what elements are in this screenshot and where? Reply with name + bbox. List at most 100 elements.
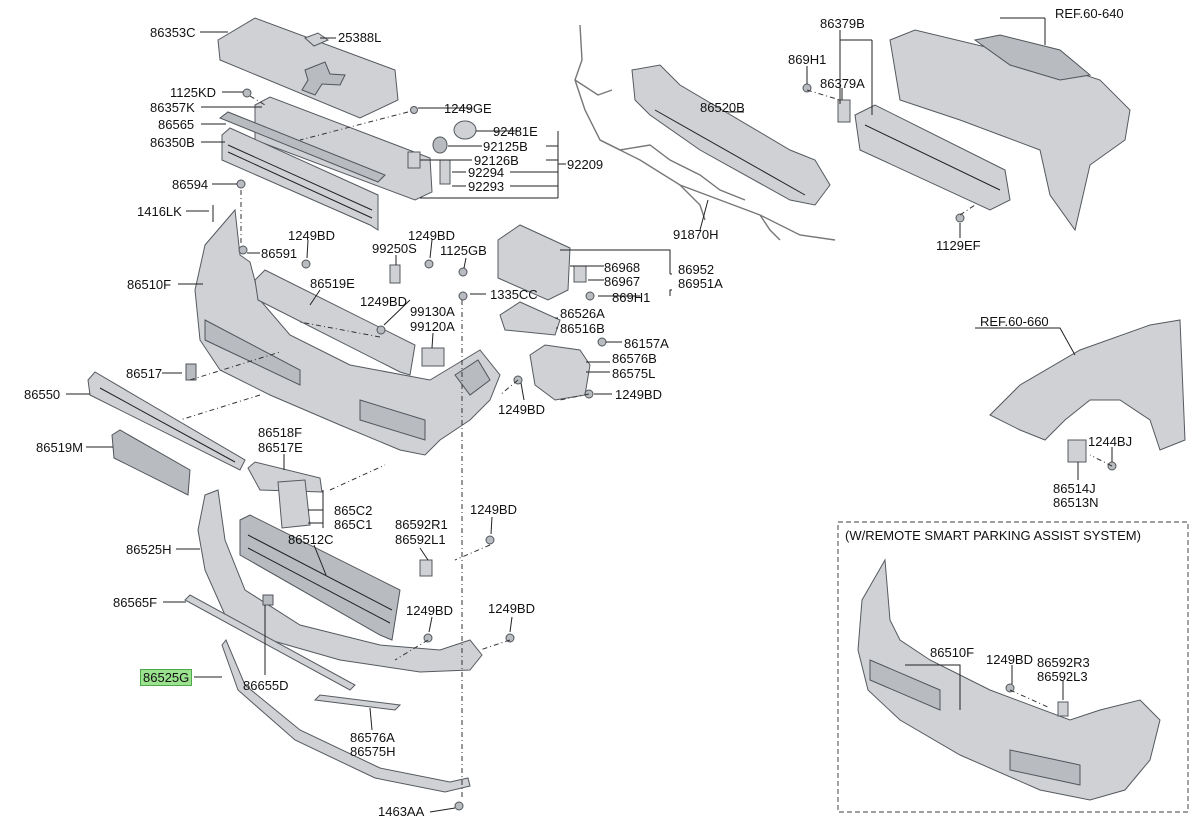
part-label-99250S[interactable]: 99250S <box>372 241 417 256</box>
part-label-86952[interactable]: 86952 <box>678 262 715 277</box>
part-screw-1125KD[interactable] <box>242 88 252 98</box>
part-label-86575L[interactable]: 86575L <box>612 366 656 381</box>
part-sensor-92481E[interactable] <box>453 120 477 140</box>
part-label-86519E[interactable]: 86519E <box>310 276 355 291</box>
part-label-86516B[interactable]: 86516B <box>560 321 605 336</box>
part-label-92481E[interactable]: 92481E <box>493 124 538 139</box>
part-camera-92125B[interactable] <box>432 136 448 154</box>
part-label-865C2[interactable]: 865C2 <box>334 503 373 518</box>
part-fender[interactable] <box>989 319 1186 451</box>
part-sensor-99130A[interactable] <box>421 347 445 367</box>
part-label-869H1-a[interactable]: 869H1 <box>788 52 827 67</box>
part-bracket-86592R1[interactable] <box>419 559 433 577</box>
part-lip-86525G[interactable] <box>221 639 471 793</box>
part-label-92125B[interactable]: 92125B <box>483 139 528 154</box>
part-label-86379B[interactable]: 86379B <box>820 16 865 31</box>
inset-label-1249BD[interactable]: 1249BD <box>986 652 1033 667</box>
inset-label-86592R3[interactable]: 86592R3 <box>1037 655 1090 670</box>
part-grille-shield[interactable] <box>217 17 399 119</box>
part-bracket-86526A[interactable] <box>499 301 561 336</box>
part-label-86575H[interactable]: 86575H <box>350 744 396 759</box>
part-label-86592L1[interactable]: 86592L1 <box>395 532 446 547</box>
inset-bumper-cover[interactable] <box>857 558 1161 801</box>
part-label-1249BD-f[interactable]: 1249BD <box>470 502 517 517</box>
part-label-92294[interactable]: 92294 <box>468 165 505 180</box>
part-label-92126B[interactable]: 92126B <box>474 153 519 168</box>
part-label-86594[interactable]: 86594 <box>172 177 209 192</box>
part-label-86968[interactable]: 86968 <box>604 260 641 275</box>
part-label-86526A[interactable]: 86526A <box>560 306 605 321</box>
part-label-86357K[interactable]: 86357K <box>150 100 195 115</box>
part-label-86967[interactable]: 86967 <box>604 274 641 289</box>
part-label-86379A[interactable]: 86379A <box>820 76 865 91</box>
part-clip-86517[interactable] <box>185 363 197 381</box>
part-label-86550[interactable]: 86550 <box>24 387 61 402</box>
part-label-86591[interactable]: 86591 <box>261 246 298 261</box>
part-label-1249BD-e[interactable]: 1249BD <box>615 387 662 402</box>
part-grille-86512C[interactable] <box>239 514 401 641</box>
part-label-99130A[interactable]: 99130A <box>410 304 455 319</box>
part-label-1249BD-c[interactable]: 1249BD <box>360 294 407 309</box>
part-label-86157A[interactable]: 86157A <box>624 336 669 351</box>
part-trim-86550[interactable] <box>87 371 246 471</box>
part-label-86655D[interactable]: 86655D <box>243 678 289 693</box>
part-label-1249BD-d[interactable]: 1249BD <box>498 402 545 417</box>
part-label-ref-60-640[interactable]: REF.60-640 <box>1055 6 1124 21</box>
part-label-86514J[interactable]: 86514J <box>1053 481 1096 496</box>
part-label-86525G[interactable]: 86525G <box>140 669 193 686</box>
part-bracket-86379B[interactable] <box>837 99 851 123</box>
part-strip-86565F[interactable] <box>184 594 356 691</box>
part-label-99120A[interactable]: 99120A <box>410 319 455 334</box>
part-label-86517[interactable]: 86517 <box>126 366 163 381</box>
part-grille-bar[interactable] <box>218 111 386 183</box>
part-label-1416LK[interactable]: 1416LK <box>137 204 182 219</box>
part-garnish-865C2[interactable] <box>277 479 311 529</box>
part-air-guide-86576B[interactable] <box>529 344 591 401</box>
part-label-86951A[interactable]: 86951A <box>678 276 723 291</box>
part-label-1249BD-b[interactable]: 1249BD <box>408 228 455 243</box>
part-bolt-1249GE[interactable] <box>410 106 418 114</box>
part-clip-86655D[interactable] <box>262 594 274 606</box>
part-sensor-99250S[interactable] <box>389 264 401 284</box>
part-label-865C1[interactable]: 865C1 <box>334 517 373 532</box>
part-label-86518F[interactable]: 86518F <box>258 425 303 440</box>
part-label-1129EF[interactable]: 1129EF <box>936 238 981 253</box>
part-label-1244BJ[interactable]: 1244BJ <box>1088 434 1133 449</box>
part-label-86350B[interactable]: 86350B <box>150 135 195 150</box>
part-label-86576A[interactable]: 86576A <box>350 730 395 745</box>
part-label-25388L[interactable]: 25388L <box>338 30 382 45</box>
part-label-1463AA[interactable]: 1463AA <box>378 804 425 819</box>
part-label-1249BD-a[interactable]: 1249BD <box>288 228 335 243</box>
part-label-1125KD[interactable]: 1125KD <box>170 85 217 100</box>
part-label-86520B[interactable]: 86520B <box>700 100 745 115</box>
part-clip-86594[interactable] <box>236 179 246 189</box>
part-label-plate[interactable] <box>304 32 330 47</box>
part-bracket-92126B[interactable] <box>407 151 421 169</box>
part-label-92293[interactable]: 92293 <box>468 179 505 194</box>
part-label-91870H[interactable]: 91870H <box>673 227 719 242</box>
part-label-86353C[interactable]: 86353C <box>150 25 196 40</box>
part-label-86576B[interactable]: 86576B <box>612 351 657 366</box>
part-bracket-92294[interactable] <box>439 159 451 185</box>
part-label-ref-60-660[interactable]: REF.60-660 <box>980 314 1049 329</box>
part-label-86565[interactable]: 86565 <box>158 117 195 132</box>
part-label-1249BD-h[interactable]: 1249BD <box>488 601 535 616</box>
part-bracket-86514J[interactable] <box>1067 439 1087 463</box>
part-bracket-86519E[interactable] <box>254 269 416 376</box>
part-label-86519M[interactable]: 86519M <box>36 440 83 455</box>
part-label-86565F[interactable]: 86565F <box>113 595 158 610</box>
part-label-1125GB[interactable]: 1125GB <box>440 243 487 258</box>
inset-bracket-86592R3[interactable] <box>1057 701 1069 717</box>
part-label-86525H[interactable]: 86525H <box>126 542 172 557</box>
part-label-1335CC[interactable]: 1335CC <box>490 287 538 302</box>
part-label-869H1-b[interactable]: 869H1 <box>612 290 651 305</box>
part-grille-upper[interactable] <box>221 127 379 231</box>
inset-label-86510F[interactable]: 86510F <box>930 645 975 660</box>
part-label-86512C[interactable]: 86512C <box>288 532 334 547</box>
part-lower-bumper-86525H[interactable] <box>197 489 483 673</box>
part-label-86513N[interactable]: 86513N <box>1053 495 1099 510</box>
part-air-guide-86576A[interactable] <box>313 694 402 711</box>
part-label-86592R1[interactable]: 86592R1 <box>395 517 448 532</box>
part-wiring-harness[interactable] <box>574 24 836 241</box>
part-label-86510F[interactable]: 86510F <box>127 277 172 292</box>
